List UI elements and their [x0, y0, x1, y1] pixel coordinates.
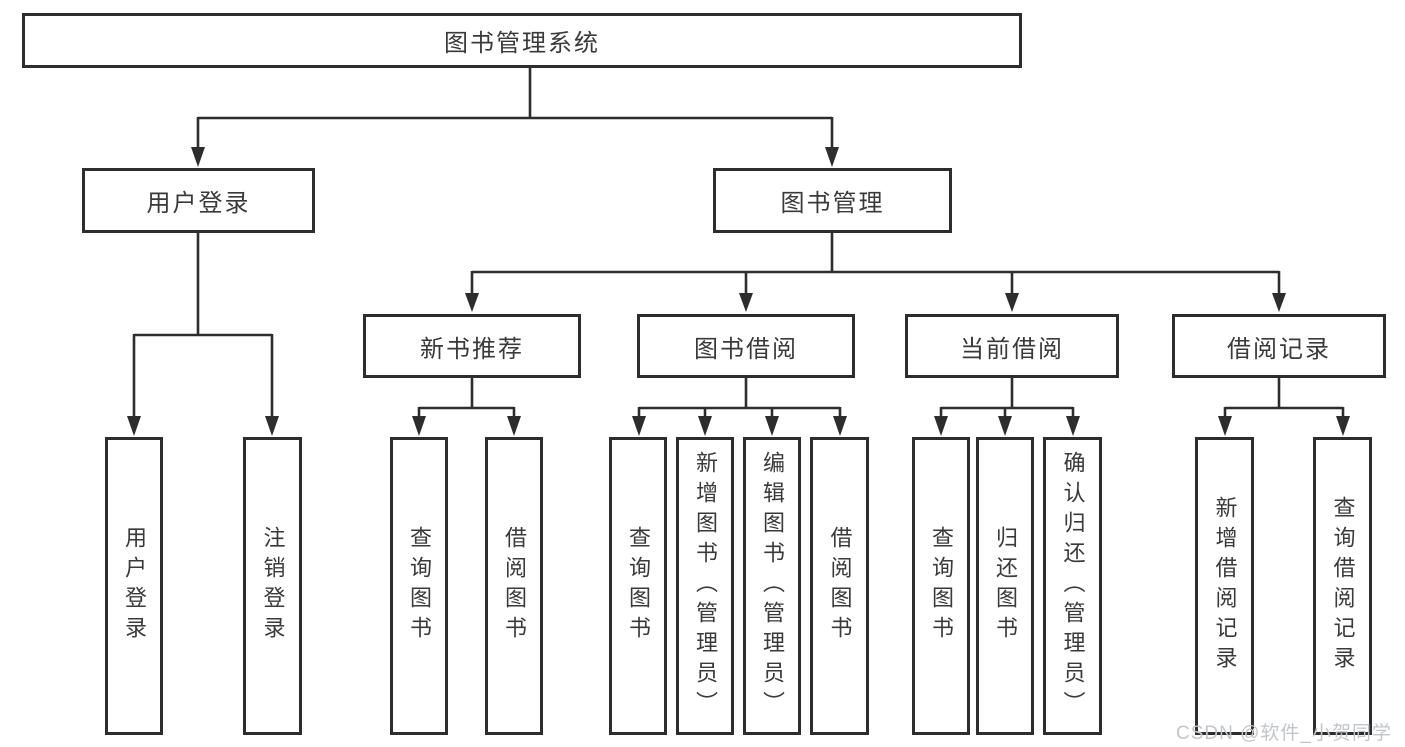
leaf-newrec-borrow-books: 借阅图书 [485, 437, 543, 735]
leaf-record-query-record: 查询借阅记录 [1313, 437, 1372, 735]
leaf-borrow-add-books-admin: 新增图书（管理员） [676, 437, 734, 735]
node-current-borrow: 当前借阅 [905, 314, 1119, 378]
node-new-book-recommend: 新书推荐 [363, 314, 581, 378]
leaf-borrow-edit-books-admin: 编辑图书（管理员） [743, 437, 801, 735]
leaf-current-return-books: 归还图书 [976, 437, 1034, 735]
node-borrow-record: 借阅记录 [1172, 314, 1386, 378]
node-root: 图书管理系统 [22, 13, 1022, 68]
node-user-login: 用户登录 [82, 168, 315, 233]
leaf-record-add-record: 新增借阅记录 [1195, 437, 1254, 735]
node-book-borrow: 图书借阅 [637, 314, 855, 378]
leaf-logout: 注销登录 [243, 437, 302, 735]
leaf-user-login: 用户登录 [105, 437, 163, 735]
leaf-current-confirm-return-admin: 确认归还（管理员） [1043, 437, 1102, 735]
csdn-watermark: CSDN @软件_小贺同学 [1176, 723, 1392, 744]
leaf-current-query-books: 查询图书 [912, 437, 970, 735]
leaf-borrow-borrow-books: 借阅图书 [810, 437, 869, 735]
leaf-borrow-query-books: 查询图书 [609, 437, 667, 735]
leaf-newrec-query-books: 查询图书 [390, 437, 448, 735]
node-book-management: 图书管理 [713, 168, 952, 233]
